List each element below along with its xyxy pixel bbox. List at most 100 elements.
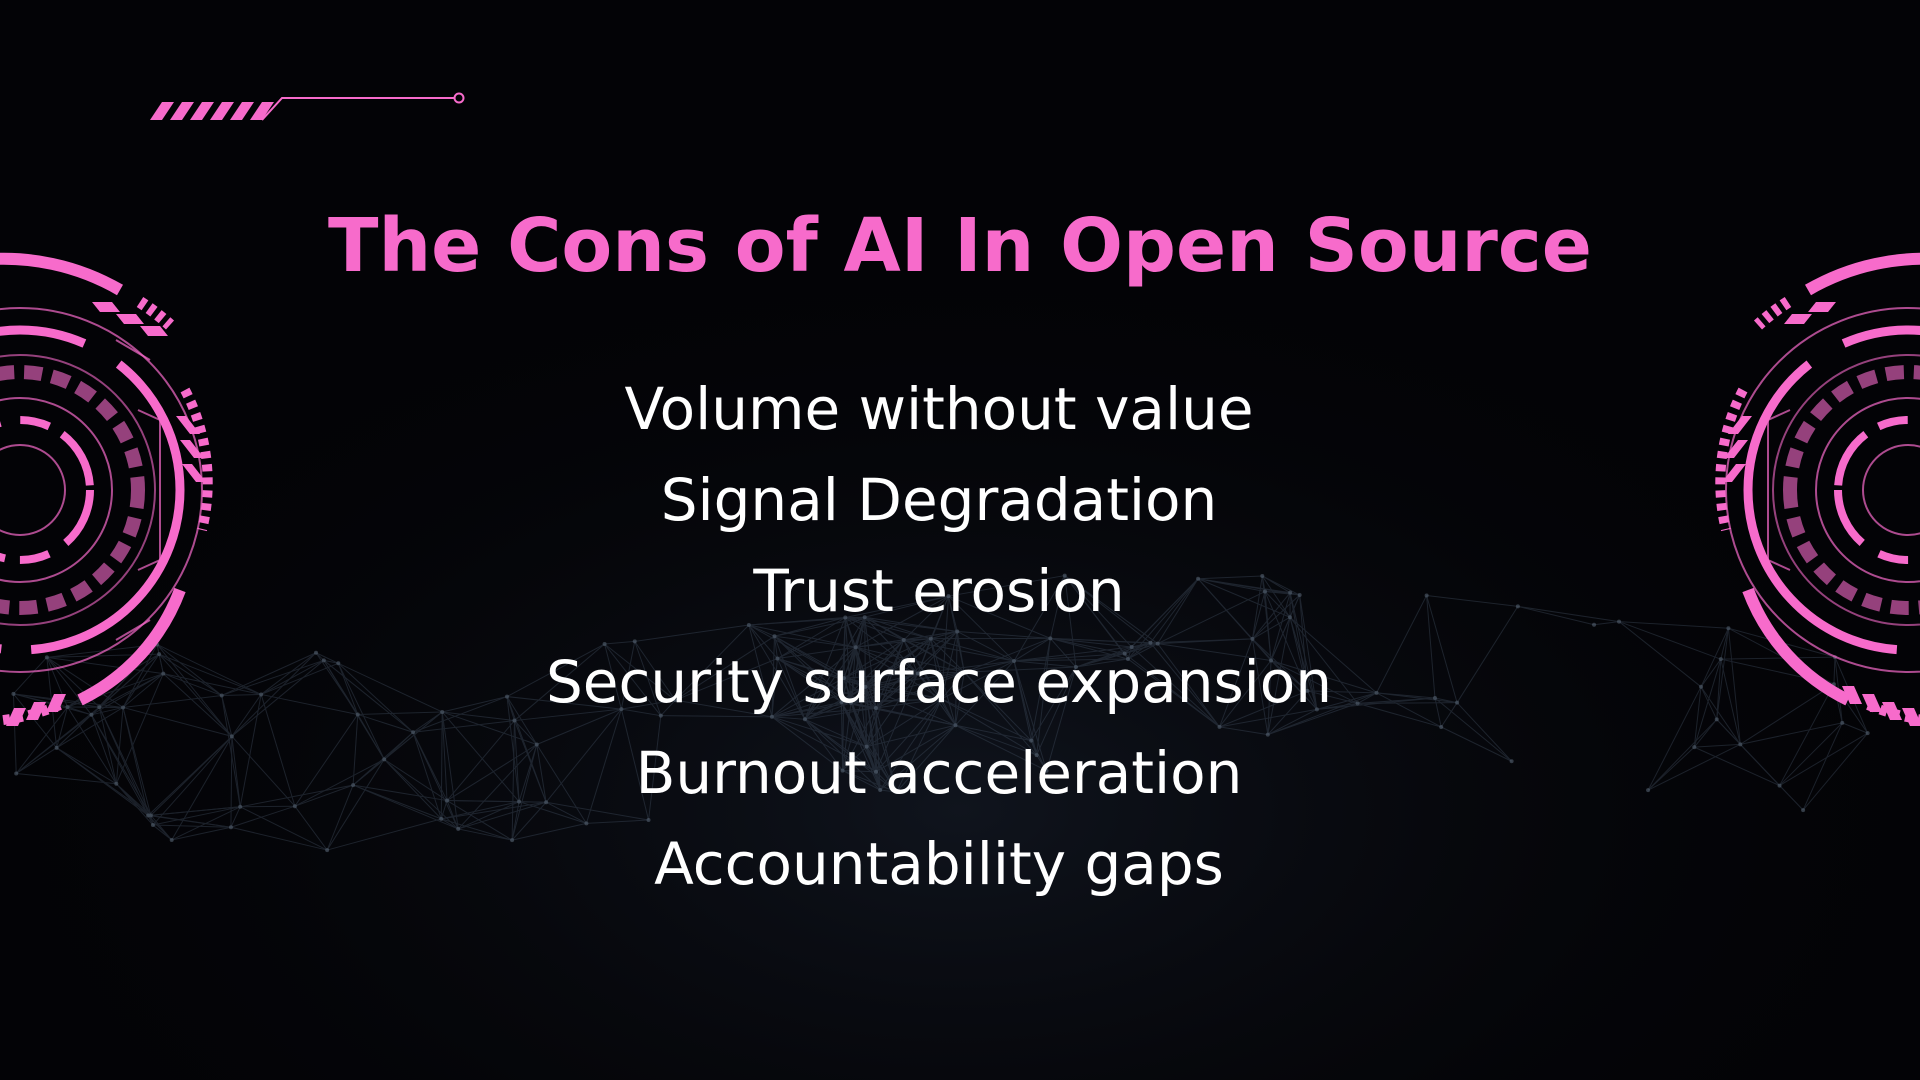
mesh-line	[511, 801, 520, 841]
mesh-dot	[445, 798, 450, 803]
mesh-line	[842, 702, 852, 771]
mesh-line	[1357, 697, 1436, 704]
mesh-line	[1036, 666, 1077, 756]
mesh-line	[620, 708, 650, 821]
mesh-line	[1157, 643, 1220, 728]
mesh-line	[1270, 660, 1358, 704]
mesh-line	[441, 711, 459, 830]
mesh-line	[774, 636, 806, 720]
mesh-dot	[839, 700, 844, 705]
mesh-line	[1700, 686, 1741, 745]
mesh-line	[1779, 732, 1868, 786]
mesh-line	[13, 693, 124, 708]
mesh-line	[511, 801, 547, 841]
mesh-line	[850, 647, 857, 703]
mesh-dot	[1029, 738, 1034, 743]
mesh-line	[1440, 726, 1512, 762]
mesh-line	[1150, 638, 1253, 644]
mesh-line	[850, 698, 942, 704]
mesh-line	[441, 818, 459, 830]
mesh-line	[865, 672, 918, 688]
mesh-dot	[219, 693, 224, 698]
mesh-dot	[901, 637, 906, 642]
mesh-line	[1700, 658, 1722, 688]
mesh-line	[1270, 592, 1291, 661]
mesh-line	[1727, 628, 1741, 745]
mesh-line	[1064, 575, 1077, 668]
mesh-line	[1647, 686, 1702, 791]
mesh-line	[1376, 692, 1442, 728]
mesh-line	[383, 758, 448, 801]
mesh-line	[844, 617, 919, 674]
mesh-line	[1251, 575, 1263, 640]
mesh-dot	[1288, 590, 1293, 595]
mesh-line	[458, 828, 513, 841]
mesh-dot	[89, 712, 94, 717]
mesh-line	[1440, 702, 1458, 728]
mesh-dot	[150, 823, 155, 828]
mesh-line	[1289, 592, 1308, 692]
mesh-dot	[878, 788, 883, 793]
mesh-line	[1251, 638, 1269, 735]
mesh-line	[1434, 697, 1458, 704]
mesh-line	[545, 708, 622, 803]
mesh-line	[1127, 643, 1158, 660]
mesh-dot	[841, 676, 846, 681]
mesh-line	[585, 708, 622, 824]
mesh-line	[152, 824, 231, 828]
mesh-line	[917, 595, 949, 674]
mesh-dot	[1314, 707, 1319, 712]
mesh-line	[511, 822, 587, 841]
list-item: Volume without value	[624, 375, 1254, 443]
mesh-line	[1779, 683, 1835, 786]
mesh-line	[1618, 621, 1721, 660]
mesh-line	[1842, 722, 1868, 734]
mesh-dot	[1617, 619, 1622, 624]
mesh-line	[1049, 575, 1066, 639]
mesh-line	[774, 617, 846, 637]
mesh-line	[163, 673, 222, 696]
mesh-line	[240, 805, 295, 808]
mesh-dot	[1509, 759, 1514, 764]
mesh-line	[941, 671, 965, 700]
mesh-line	[152, 824, 173, 841]
mesh-line	[441, 801, 547, 820]
mesh-dot	[534, 742, 539, 747]
mesh-line	[864, 616, 905, 641]
mesh-line	[621, 708, 661, 717]
mesh-line	[842, 686, 866, 771]
mesh-line	[1264, 591, 1300, 596]
mesh-line	[850, 639, 905, 704]
mesh-line	[1316, 702, 1358, 710]
mesh-line	[930, 631, 958, 640]
mesh-line	[1050, 637, 1129, 660]
mesh-dot	[1455, 700, 1460, 705]
mesh-line	[1434, 697, 1442, 728]
mesh-line	[1124, 653, 1220, 728]
mesh-line	[91, 714, 117, 784]
mesh-line	[1219, 660, 1272, 728]
mesh-line	[260, 662, 339, 695]
mesh-line	[1075, 642, 1151, 668]
mesh-line	[844, 617, 866, 688]
mesh-line	[1694, 746, 1780, 787]
mesh-line	[840, 617, 846, 703]
mesh-line	[845, 617, 958, 632]
mesh-line	[948, 595, 1015, 662]
mesh-dot	[161, 671, 166, 676]
mesh-dot	[1269, 658, 1274, 663]
mesh-dot	[1250, 636, 1255, 641]
mesh-line	[1739, 743, 1804, 811]
mesh-line	[352, 784, 442, 820]
mesh-line	[930, 638, 1015, 662]
mesh-line	[855, 617, 866, 648]
mesh-line	[955, 724, 1032, 742]
mesh-line	[1219, 690, 1308, 728]
mesh-line	[294, 758, 385, 807]
mesh-dot	[915, 671, 920, 676]
mesh-line	[864, 616, 919, 674]
mesh-line	[1693, 686, 1702, 748]
mesh-line	[842, 770, 881, 791]
mesh-line	[1124, 643, 1158, 655]
mesh-line	[1252, 638, 1318, 710]
